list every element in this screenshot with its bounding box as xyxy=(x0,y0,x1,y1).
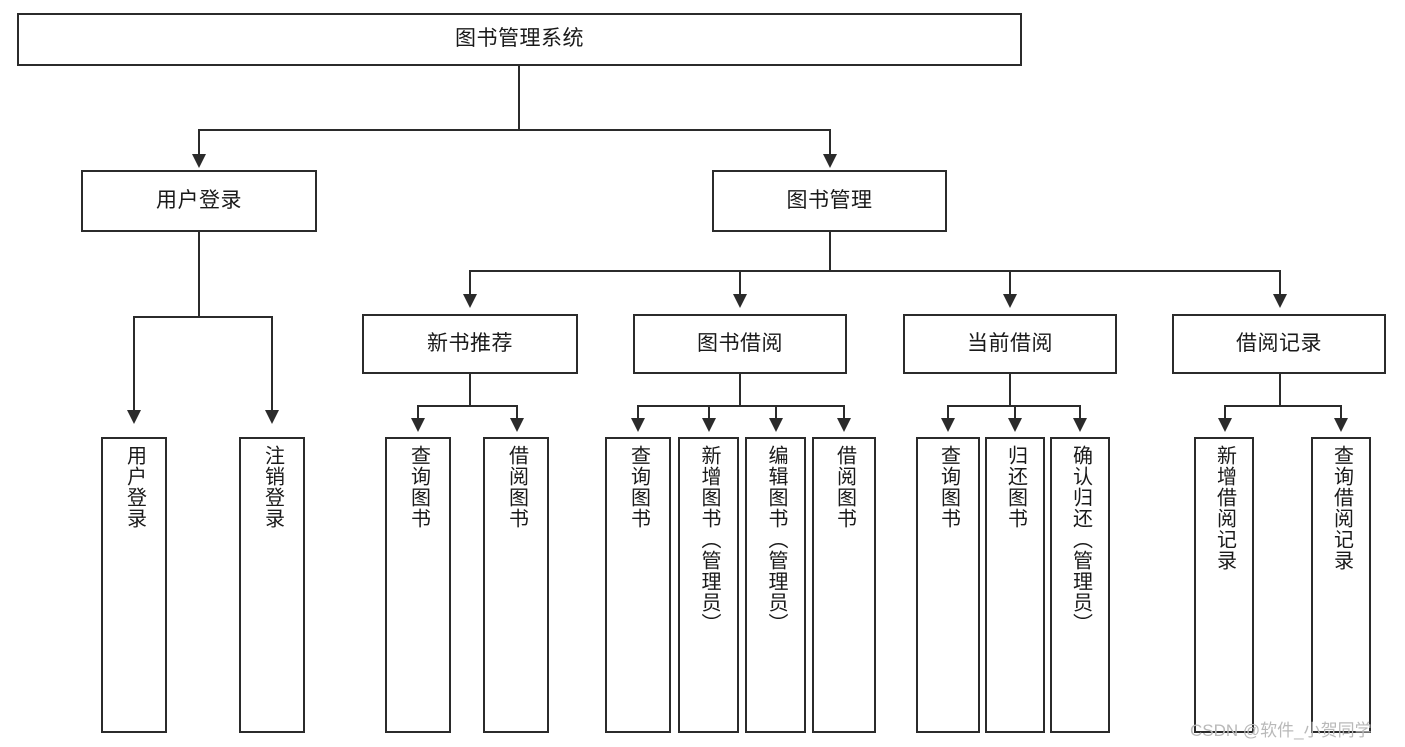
leaf-user-login[interactable]: 用户登录 xyxy=(101,437,167,733)
leaf-add-borrow-record[interactable]: 新增借阅记录 xyxy=(1194,437,1254,733)
edge-drop-new-book-rec xyxy=(469,270,471,296)
edge-drop-bb-1 xyxy=(637,405,639,420)
edge-drop-user-login-1 xyxy=(133,316,135,412)
csdn-watermark: CSDN @软件_小贺同学 xyxy=(1190,721,1372,740)
leaf-add-borrow-record-label: 新增借阅记录 xyxy=(1213,445,1236,571)
arrowhead-bb-leaf-1 xyxy=(631,418,645,432)
leaf-confirm-return-admin[interactable]: 确认归还（管理员） xyxy=(1050,437,1110,733)
leaf-borrow-book-recommend[interactable]: 借阅图书 xyxy=(483,437,549,733)
leaf-logout[interactable]: 注销登录 xyxy=(239,437,305,733)
edge-drop-book-borrow xyxy=(739,270,741,296)
arrowhead-nbr-leaf-2 xyxy=(510,418,524,432)
edge-drop-user-login-2 xyxy=(271,316,273,412)
node-borrow-record[interactable]: 借阅记录 xyxy=(1172,314,1386,374)
arrowhead-nbr-leaf-1 xyxy=(411,418,425,432)
node-book-borrow[interactable]: 图书借阅 xyxy=(633,314,847,374)
arrowhead-br-leaf-2 xyxy=(1334,418,1348,432)
edge-stem-new-book-rec xyxy=(469,374,471,406)
leaf-return-book-label: 归还图书 xyxy=(1004,445,1027,529)
node-root-label: 图书管理系统 xyxy=(455,27,584,51)
leaf-edit-book-admin[interactable]: 编辑图书（管理员） xyxy=(745,437,806,733)
edge-drop-br-2 xyxy=(1340,405,1342,420)
arrowhead-bb-leaf-2 xyxy=(702,418,716,432)
edge-drop-current-borrow xyxy=(1009,270,1011,296)
arrowhead-bb-leaf-3 xyxy=(769,418,783,432)
leaf-add-book-admin-label: 新增图书（管理员） xyxy=(698,445,720,634)
leaf-add-book-admin[interactable]: 新增图书（管理员） xyxy=(678,437,739,733)
node-borrow-record-label: 借阅记录 xyxy=(1236,331,1322,355)
edge-drop-bb-4 xyxy=(843,405,845,420)
node-user-login[interactable]: 用户登录 xyxy=(81,170,317,232)
edge-root-stem xyxy=(518,66,520,130)
node-new-book-recommend[interactable]: 新书推荐 xyxy=(362,314,578,374)
leaf-query-book-current-label: 查询图书 xyxy=(937,445,960,529)
leaf-borrow-book-label: 借阅图书 xyxy=(833,445,856,529)
edge-drop-user-login xyxy=(198,129,200,156)
arrowhead-user-login-leaf-1 xyxy=(127,410,141,424)
leaf-query-book-borrow[interactable]: 查询图书 xyxy=(605,437,671,733)
arrowhead-book-borrow xyxy=(733,294,747,308)
edge-bus-user-login xyxy=(133,316,273,318)
arrowhead-user-login xyxy=(192,154,206,168)
edge-drop-br-1 xyxy=(1224,405,1226,420)
edge-stem-current-borrow xyxy=(1009,374,1011,406)
edge-drop-bb-3 xyxy=(775,405,777,420)
arrowhead-current-borrow xyxy=(1003,294,1017,308)
arrowhead-user-login-leaf-2 xyxy=(265,410,279,424)
node-book-borrow-label: 图书借阅 xyxy=(697,331,783,355)
leaf-query-book-borrow-label: 查询图书 xyxy=(627,445,650,529)
node-current-borrow[interactable]: 当前借阅 xyxy=(903,314,1117,374)
edge-bus-borrow-record xyxy=(1224,405,1342,407)
leaf-query-borrow-record[interactable]: 查询借阅记录 xyxy=(1311,437,1371,733)
arrowhead-cb-leaf-3 xyxy=(1073,418,1087,432)
leaf-logout-label: 注销登录 xyxy=(261,445,284,529)
arrowhead-cb-leaf-2 xyxy=(1008,418,1022,432)
edge-bus-new-book-rec xyxy=(417,405,518,407)
edge-drop-nbr-1 xyxy=(417,405,419,420)
arrowhead-br-leaf-1 xyxy=(1218,418,1232,432)
edge-level2-bus xyxy=(198,129,830,131)
edge-drop-cb-3 xyxy=(1079,405,1081,420)
edge-drop-cb-2 xyxy=(1014,405,1016,420)
arrowhead-book-manage xyxy=(823,154,837,168)
leaf-borrow-book[interactable]: 借阅图书 xyxy=(812,437,876,733)
node-book-manage-label: 图书管理 xyxy=(786,188,873,212)
arrowhead-borrow-record xyxy=(1273,294,1287,308)
leaf-confirm-return-admin-label: 确认归还（管理员） xyxy=(1069,445,1092,634)
edge-stem-borrow-record xyxy=(1279,374,1281,406)
edge-drop-cb-1 xyxy=(947,405,949,420)
edge-stem-book-manage xyxy=(829,232,831,272)
arrowhead-cb-leaf-1 xyxy=(941,418,955,432)
edge-drop-book-manage xyxy=(829,129,831,156)
node-root[interactable]: 图书管理系统 xyxy=(17,13,1022,66)
leaf-query-book-recommend-label: 查询图书 xyxy=(407,445,430,529)
arrowhead-new-book-rec xyxy=(463,294,477,308)
edge-bus-book-borrow xyxy=(637,405,844,407)
leaf-return-book[interactable]: 归还图书 xyxy=(985,437,1045,733)
leaf-edit-book-admin-label: 编辑图书（管理员） xyxy=(765,445,787,634)
edge-stem-user-login xyxy=(198,232,200,317)
node-current-borrow-label: 当前借阅 xyxy=(967,331,1053,355)
leaf-query-book-current[interactable]: 查询图书 xyxy=(916,437,980,733)
leaf-user-login-label: 用户登录 xyxy=(123,445,146,529)
node-book-manage[interactable]: 图书管理 xyxy=(712,170,947,232)
leaf-borrow-book-recommend-label: 借阅图书 xyxy=(505,445,528,529)
edge-stem-book-borrow xyxy=(739,374,741,406)
edge-drop-nbr-2 xyxy=(516,405,518,420)
edge-drop-borrow-record xyxy=(1279,270,1281,296)
edge-drop-bb-2 xyxy=(708,405,710,420)
node-user-login-label: 用户登录 xyxy=(156,188,242,212)
leaf-query-book-recommend[interactable]: 查询图书 xyxy=(385,437,451,733)
node-new-book-recommend-label: 新书推荐 xyxy=(427,331,513,355)
arrowhead-bb-leaf-4 xyxy=(837,418,851,432)
edge-bus-book-manage xyxy=(469,270,1280,272)
leaf-query-borrow-record-label: 查询借阅记录 xyxy=(1330,445,1353,571)
